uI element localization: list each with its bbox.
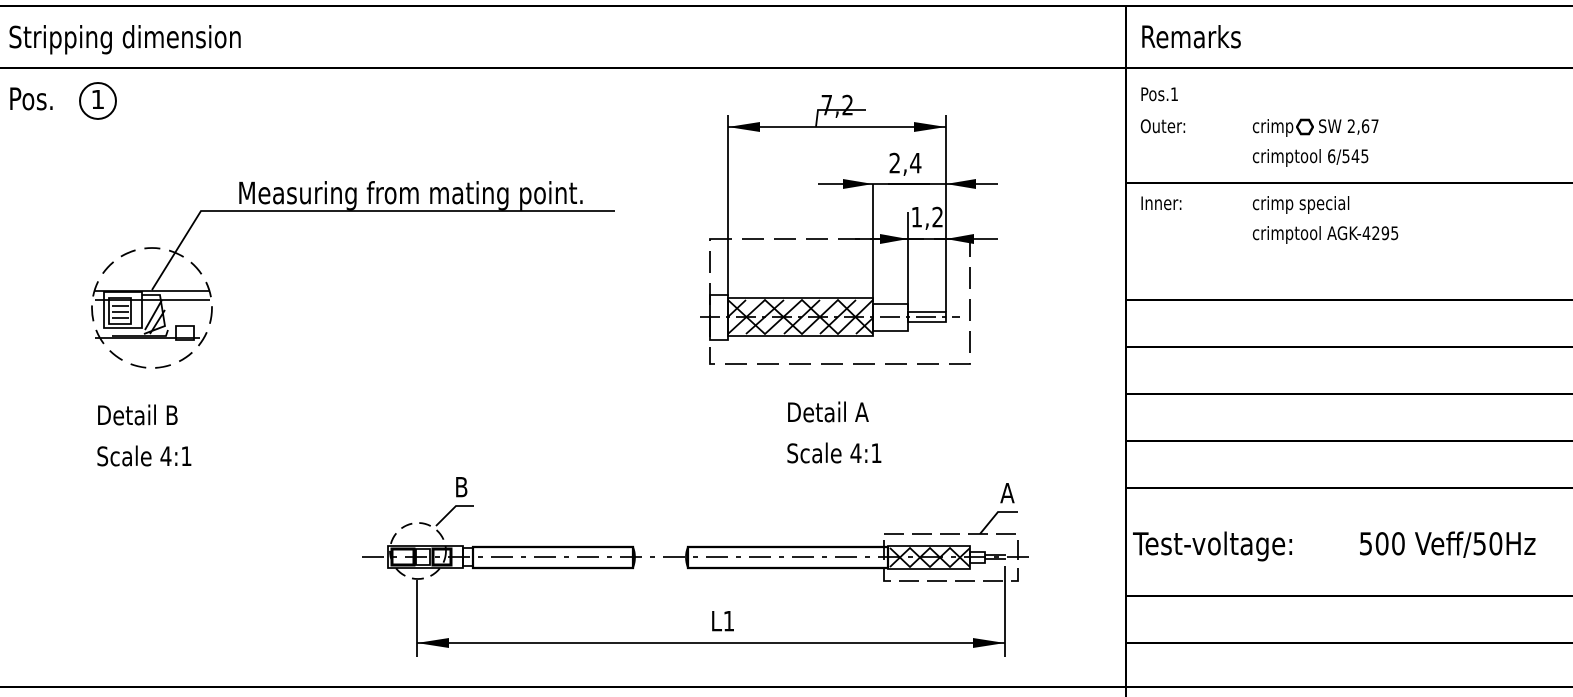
inner-label: Inner: bbox=[1140, 193, 1184, 215]
detail-a-title: Detail A bbox=[786, 398, 870, 429]
table-frame bbox=[0, 6, 1573, 697]
outer-line1-pre: crimp bbox=[1252, 116, 1295, 138]
dimension-l1: L1 bbox=[710, 605, 737, 638]
dimension-1-2: 1,2 bbox=[910, 201, 945, 234]
pos-number: 1 bbox=[89, 86, 107, 116]
pos-label: Pos. bbox=[8, 83, 56, 118]
outer-line1-post: SW 2,67 bbox=[1318, 116, 1380, 138]
stripping-dimension-title: Stripping dimension bbox=[8, 21, 243, 56]
assembly-view bbox=[362, 506, 1035, 657]
hexagon-outline-icon bbox=[1296, 118, 1314, 136]
detail-a-scale: Scale 4:1 bbox=[786, 439, 884, 470]
dimension-2-4: 2,4 bbox=[888, 147, 923, 180]
remarks-title: Remarks bbox=[1140, 21, 1243, 56]
marker-b: B bbox=[454, 471, 469, 504]
remarks-pos-label: Pos.1 bbox=[1140, 84, 1180, 106]
outer-label: Outer: bbox=[1140, 116, 1187, 138]
test-voltage-value: 500 Veff/50Hz bbox=[1358, 527, 1537, 563]
dimension-arrows bbox=[728, 122, 976, 244]
test-voltage-label: Test-voltage: bbox=[1133, 527, 1296, 563]
detail-a-view bbox=[700, 115, 998, 364]
overall-dimension-arrows bbox=[417, 638, 1005, 648]
pos-number-circle: 1 bbox=[79, 82, 117, 120]
dimension-7-2: 7,2 bbox=[820, 89, 855, 122]
detail-b-view bbox=[92, 248, 212, 368]
measuring-leader-line bbox=[152, 211, 615, 290]
marker-a: A bbox=[1000, 477, 1015, 510]
detail-b-scale: Scale 4:1 bbox=[96, 442, 194, 473]
dimension-leaders bbox=[816, 110, 930, 184]
measuring-note: Measuring from mating point. bbox=[237, 177, 586, 212]
detail-b-title: Detail B bbox=[96, 401, 180, 432]
outer-line2: crimptool 6/545 bbox=[1252, 146, 1370, 168]
inner-line1: crimp special bbox=[1252, 193, 1351, 215]
inner-line2: crimptool AGK-4295 bbox=[1252, 223, 1400, 245]
